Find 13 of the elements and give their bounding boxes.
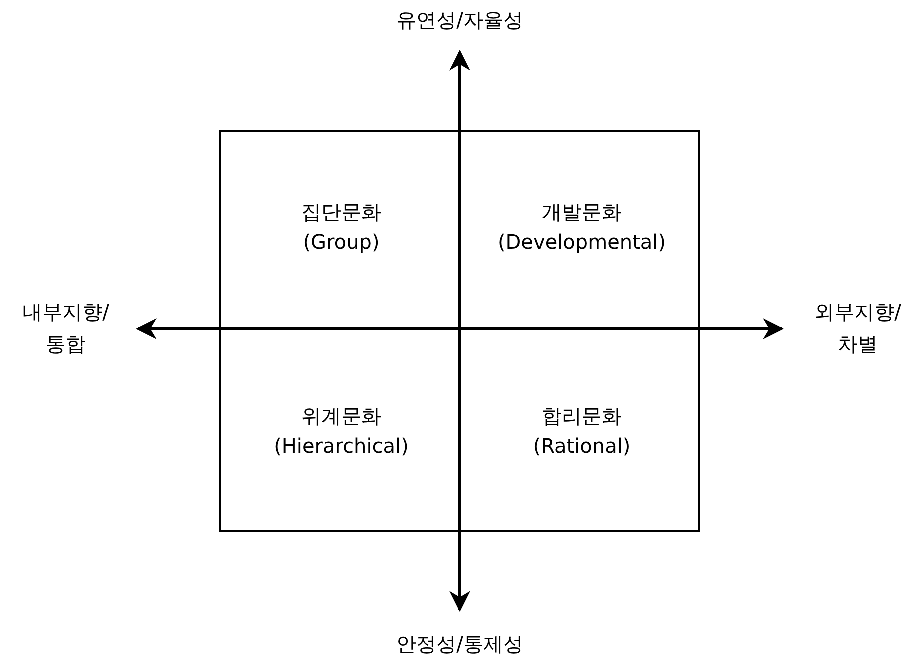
axis-pole-label: 안정성/통제성 [396, 631, 524, 658]
quadrant-subtitle: (Developmental) [498, 229, 666, 256]
quadrant-subtitle: (Hierarchical) [274, 433, 409, 460]
axis-pole-label: 내부지향/ 통합 [22, 299, 110, 358]
axis-pole-label: 외부지향/ 차별 [814, 299, 902, 358]
axis-pole-label: 유연성/자율성 [396, 7, 524, 34]
quadrant-title: 합리문화 [542, 403, 622, 430]
quadrant-frame [219, 130, 700, 532]
quadrant-subtitle: (Rational) [533, 433, 631, 460]
quadrant-title: 개발문화 [542, 199, 622, 226]
quadrant-title: 집단문화 [302, 199, 382, 226]
quadrant-subtitle: (Group) [303, 229, 380, 256]
quadrant-title: 위계문화 [302, 403, 382, 430]
